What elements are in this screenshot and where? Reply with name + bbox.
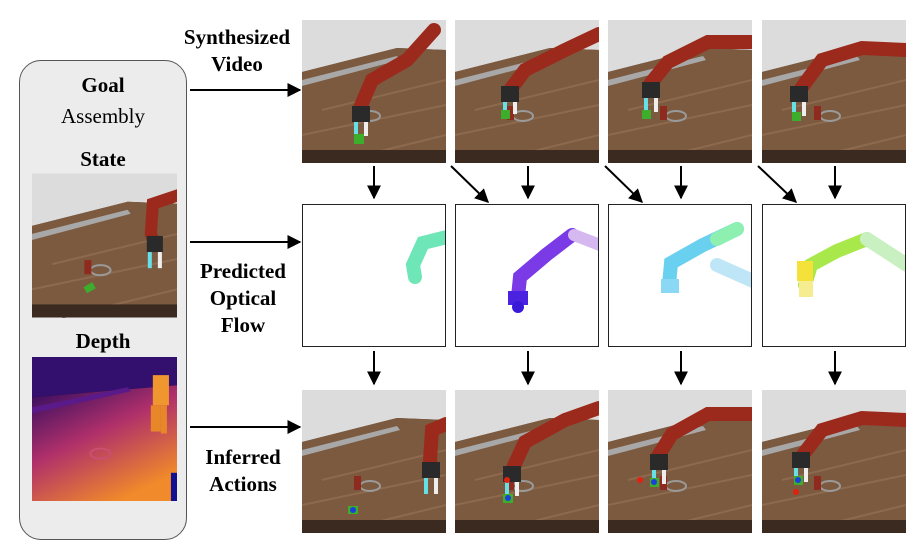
flow-frame-3 <box>608 204 752 347</box>
action-frame-1 <box>302 390 446 533</box>
flow-frame-1 <box>302 204 446 347</box>
video-frame-1 <box>302 20 446 163</box>
arrow-video2-to-flow3 <box>604 165 644 203</box>
video-frame-3 <box>608 20 752 163</box>
arrow-video3-to-flow4 <box>757 165 798 203</box>
depth-label: Depth <box>75 329 131 353</box>
flow-frame-2 <box>455 204 599 347</box>
input-panel: Goal Assembly State Depth <box>19 60 187 540</box>
depth-image <box>32 357 177 501</box>
action-frame-4 <box>762 390 906 533</box>
arrow-video1-to-flow2 <box>450 165 490 203</box>
task-label: Assembly <box>61 104 145 128</box>
action-frame-3 <box>608 390 752 533</box>
goal-label: Goal <box>81 73 125 97</box>
state-image <box>32 173 177 318</box>
video-frame-4 <box>762 20 906 163</box>
video-frame-2 <box>455 20 599 163</box>
action-frame-2 <box>455 390 599 533</box>
flow-frame-4 <box>762 204 906 347</box>
state-label: State <box>80 147 126 171</box>
